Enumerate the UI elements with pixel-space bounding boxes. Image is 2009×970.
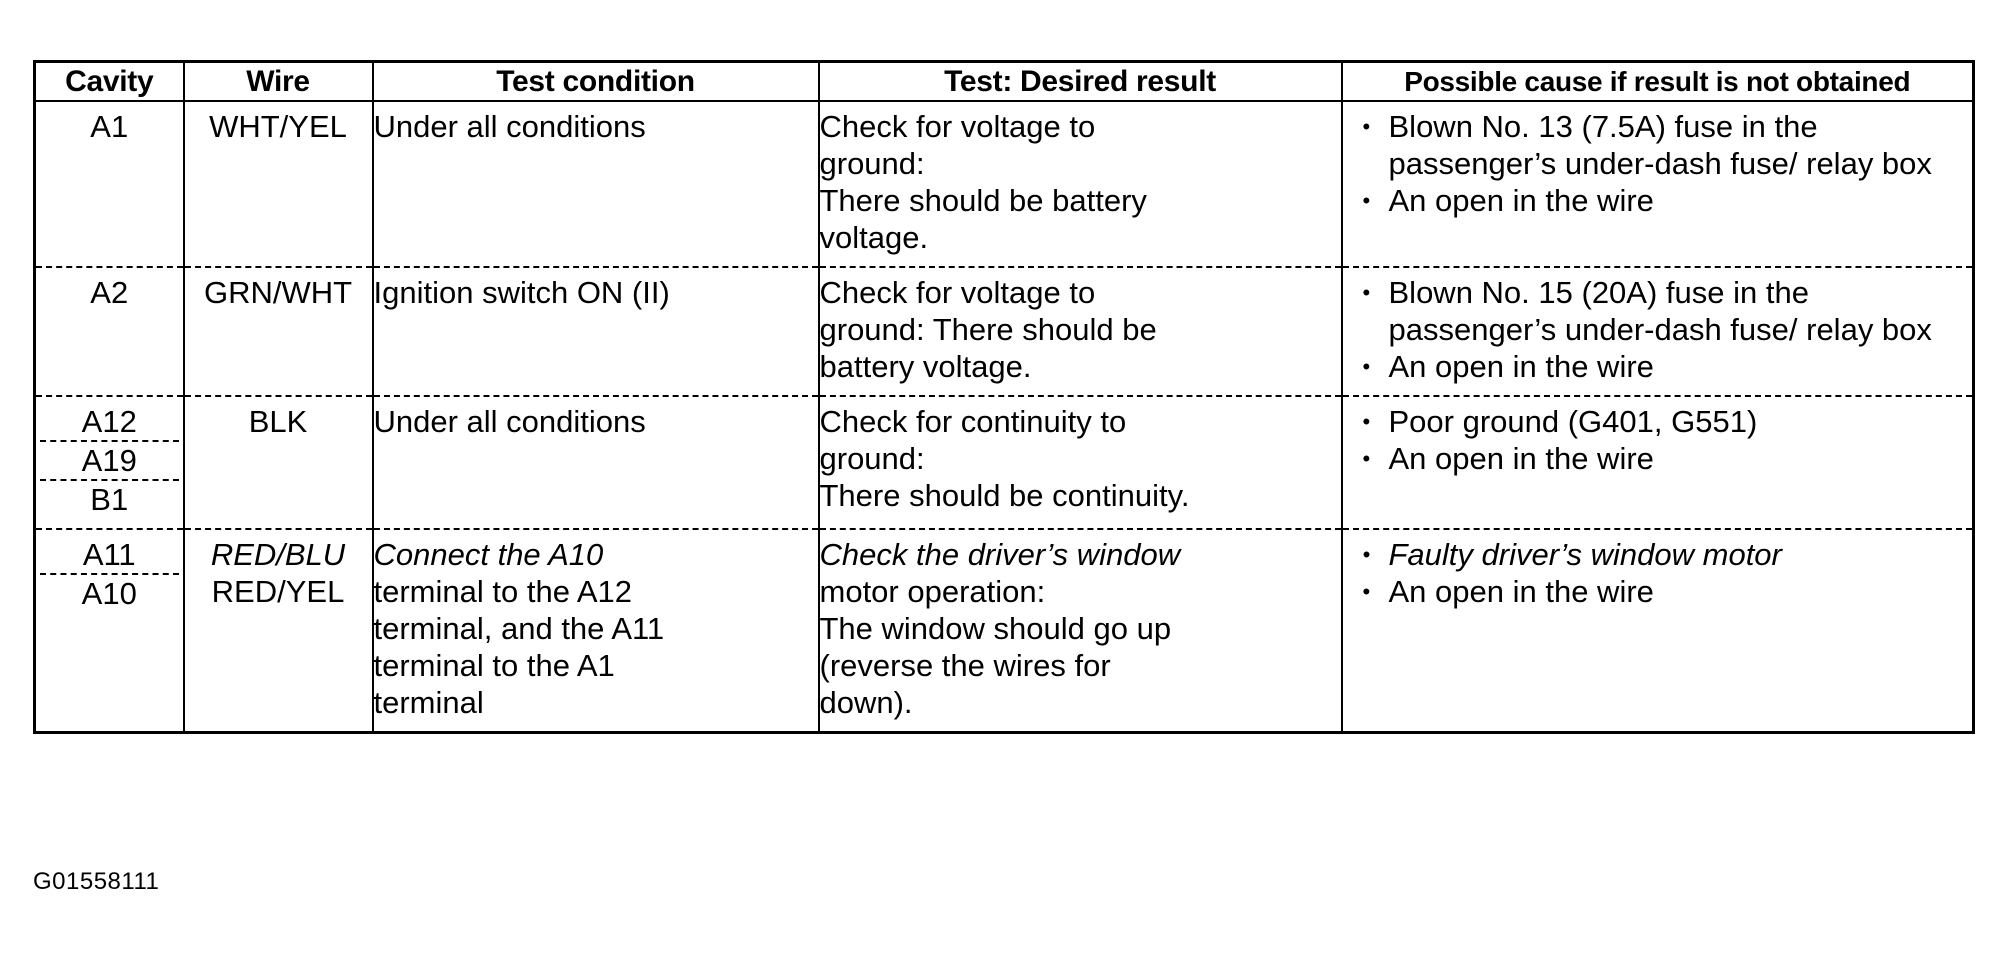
cell-test-condition: Under all conditions	[372, 101, 820, 268]
desired-result-line: Check the driver’s window	[819, 537, 1181, 572]
list-item: Blown No. 13 (7.5A) fuse in the passenge…	[1359, 108, 1965, 182]
column-header-wire: Wire	[183, 61, 374, 102]
possible-cause-list: Poor ground (G401, G551) An open in the …	[1343, 403, 1973, 477]
desired-result-line: There should be battery	[819, 183, 1147, 218]
test-condition-line: Connect the A10	[373, 537, 604, 572]
column-header-desired-result: Test: Desired result	[818, 61, 1343, 102]
list-item: Faulty driver’s window motor	[1359, 536, 1965, 573]
cavity-value: A12	[40, 403, 179, 442]
test-condition-line: Under all conditions	[373, 404, 646, 439]
cell-test-condition: Ignition switch ON (II)	[372, 267, 820, 397]
table-row: A11 A10 RED/BLU RED/YEL Connect the A10 …	[34, 529, 1974, 733]
wire-stack: RED/BLU RED/YEL	[185, 536, 372, 610]
wire-value: RED/BLU	[210, 537, 346, 572]
list-item: Blown No. 15 (20A) fuse in the passenger…	[1359, 274, 1965, 348]
wire-value: WHT/YEL	[209, 109, 347, 144]
cavity-value: A19	[40, 442, 179, 481]
cavity-value: A1	[90, 109, 129, 144]
list-item: Poor ground (G401, G551)	[1359, 403, 1965, 440]
cell-wire: WHT/YEL	[183, 101, 374, 268]
cell-possible-cause: Poor ground (G401, G551) An open in the …	[1341, 396, 1974, 530]
figure-code: G01558111	[33, 868, 160, 895]
cavity-value: B1	[90, 482, 129, 517]
desired-result-line: ground:	[819, 146, 925, 181]
cavity-value: A10	[81, 576, 137, 611]
possible-cause-list: Blown No. 15 (20A) fuse in the passenger…	[1343, 274, 1973, 385]
desired-result-line: (reverse the wires for	[819, 648, 1111, 683]
cell-test-condition: Under all conditions	[372, 396, 820, 530]
table-row: A1 WHT/YEL Under all conditions Check fo…	[34, 101, 1974, 268]
list-item: An open in the wire	[1359, 348, 1965, 385]
possible-cause-list: Faulty driver’s window motor An open in …	[1343, 536, 1973, 610]
cell-cavity: A12 A19 B1	[34, 396, 185, 530]
test-condition-line: Under all conditions	[373, 109, 646, 144]
desired-result-line: There should be continuity.	[819, 478, 1190, 513]
possible-cause-list: Blown No. 13 (7.5A) fuse in the passenge…	[1343, 108, 1973, 219]
cavity-stack: A1	[36, 108, 183, 145]
column-header-possible-cause: Possible cause if result is not obtained	[1341, 61, 1974, 102]
wire-stack: WHT/YEL	[185, 108, 372, 145]
table-row: A2 GRN/WHT Ignition switch ON (II) Check…	[34, 267, 1974, 397]
cavity-stack: A11 A10	[36, 536, 183, 612]
desired-result-line: The window should go up	[819, 611, 1172, 646]
desired-result-line: motor operation:	[819, 574, 1046, 609]
cell-wire: BLK	[183, 396, 374, 530]
desired-result-line: down).	[819, 685, 913, 720]
cell-desired-result: Check for voltage to ground: There shoul…	[818, 267, 1343, 397]
table-row: A12 A19 B1 BLK Under all conditions Chec…	[34, 396, 1974, 530]
column-header-test-condition: Test condition	[372, 61, 820, 102]
desired-result-line: voltage.	[819, 220, 929, 255]
test-condition-line: terminal, and the A11	[373, 611, 665, 646]
cell-cavity: A2	[34, 267, 185, 397]
wire-stack: BLK	[185, 403, 372, 440]
cell-possible-cause: Faulty driver’s window motor An open in …	[1342, 529, 1974, 733]
cell-test-condition: Connect the A10 terminal to the A12 term…	[372, 529, 820, 733]
desired-result-line: Check for voltage to	[819, 109, 1096, 144]
diagnostic-table: Cavity Wire Test condition Test: Desired…	[33, 60, 1975, 734]
wire-stack: GRN/WHT	[185, 274, 372, 311]
test-condition-line: terminal to the A1	[373, 648, 615, 683]
wire-value: RED/YEL	[211, 574, 345, 609]
cavity-stack: A12 A19 B1	[36, 403, 183, 518]
cell-desired-result: Check the driver’s window motor operatio…	[818, 529, 1343, 733]
desired-result-line: Check for voltage to	[819, 275, 1096, 310]
list-item: An open in the wire	[1359, 182, 1965, 219]
cell-desired-result: Check for voltage to ground: There shoul…	[818, 101, 1343, 268]
desired-result-line: Check for continuity to	[819, 404, 1127, 439]
list-item: An open in the wire	[1359, 573, 1965, 610]
cell-desired-result: Check for continuity to ground: There sh…	[818, 396, 1343, 530]
column-header-cavity: Cavity	[34, 61, 185, 102]
cavity-stack: A2	[36, 274, 183, 311]
desired-result-line: ground: There should be	[819, 312, 1157, 347]
wire-value: GRN/WHT	[203, 275, 353, 310]
test-condition-line: Ignition switch ON (II)	[373, 275, 670, 310]
list-item: An open in the wire	[1359, 440, 1965, 477]
cell-cavity: A11 A10	[34, 529, 185, 733]
cell-possible-cause: Blown No. 13 (7.5A) fuse in the passenge…	[1341, 101, 1974, 268]
cell-wire: GRN/WHT	[183, 267, 374, 397]
wire-value: BLK	[248, 404, 308, 439]
cavity-value: A2	[90, 275, 129, 310]
test-condition-line: terminal to the A12	[373, 574, 633, 609]
table-header-row: Cavity Wire Test condition Test: Desired…	[34, 61, 1974, 102]
test-condition-line: terminal	[373, 685, 484, 720]
cell-possible-cause: Blown No. 15 (20A) fuse in the passenger…	[1341, 267, 1974, 397]
cell-wire: RED/BLU RED/YEL	[183, 529, 374, 733]
cavity-value: A11	[40, 536, 179, 575]
desired-result-line: ground:	[819, 441, 925, 476]
desired-result-line: battery voltage.	[819, 349, 1032, 384]
cell-cavity: A1	[34, 101, 185, 268]
